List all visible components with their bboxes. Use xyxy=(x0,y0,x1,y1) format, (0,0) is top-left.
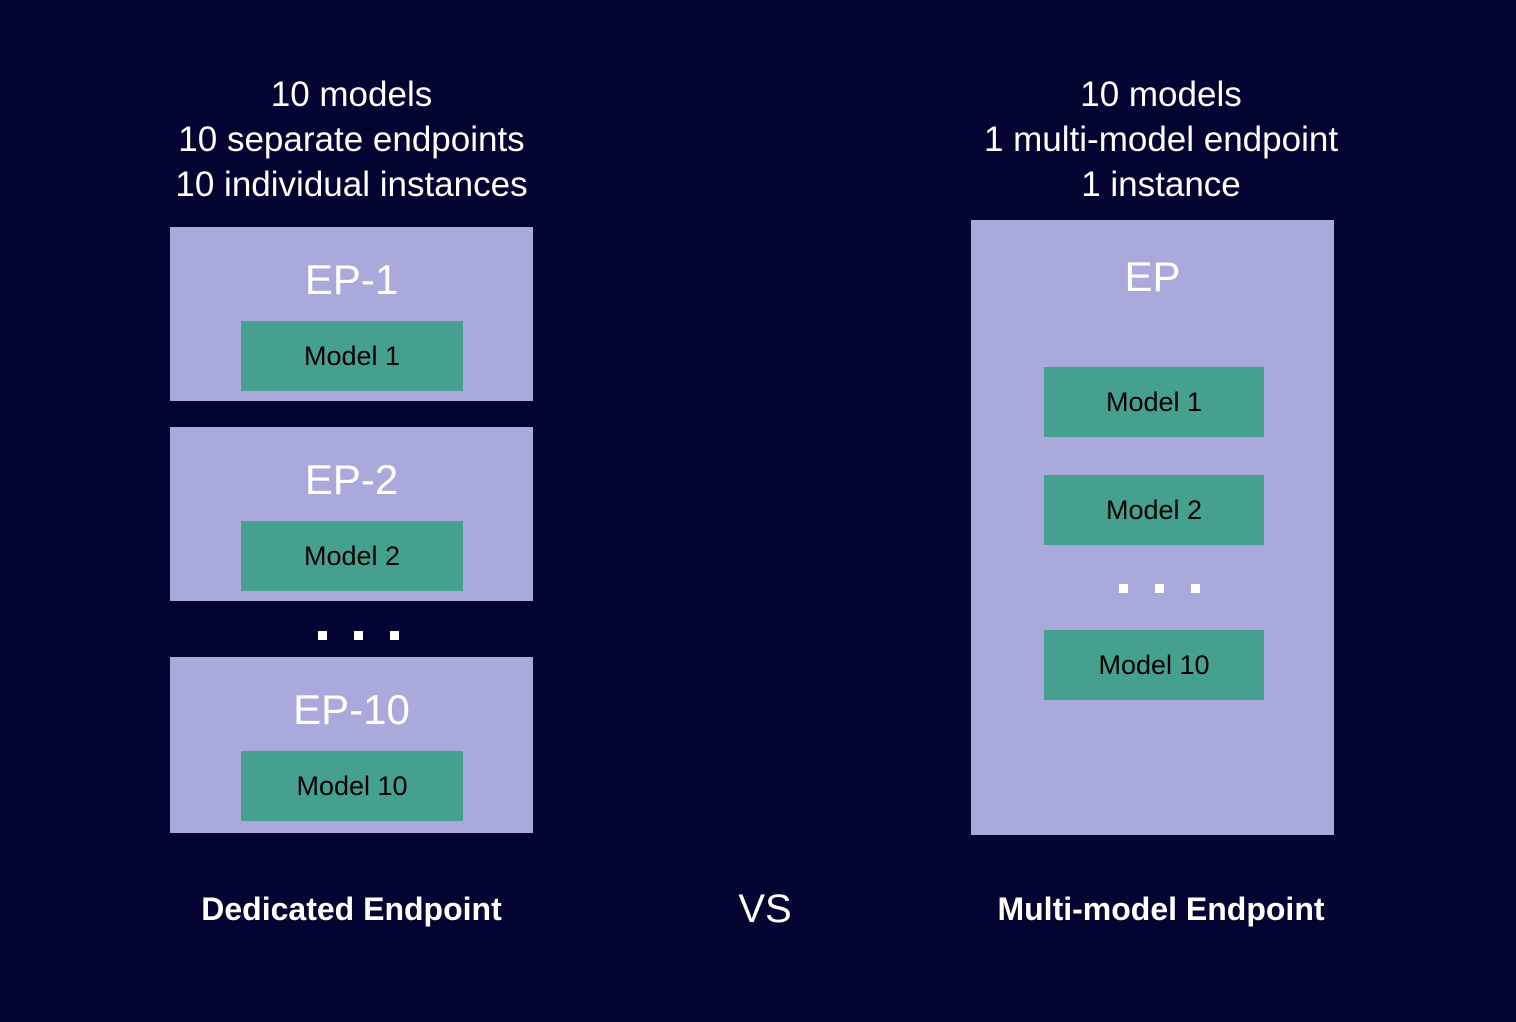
ellipsis-dot xyxy=(1155,584,1164,593)
endpoint-title-ep-2: EP-2 xyxy=(304,456,399,503)
left-column-header: 10 models 10 separate endpoints 10 indiv… xyxy=(124,72,579,207)
ellipsis-dot xyxy=(318,631,327,640)
ellipsis-dot xyxy=(1191,584,1200,593)
endpoint-box-ep-10: EP-10 Model 10 xyxy=(170,657,533,833)
ellipsis-icon-left xyxy=(318,631,399,640)
endpoint-box-ep-2: EP-2 Model 2 xyxy=(170,427,533,601)
left-header-line-3: 10 individual instances xyxy=(175,165,528,204)
ellipsis-dot xyxy=(1119,584,1128,593)
endpoint-title-ep-1: EP-1 xyxy=(304,256,399,303)
multi-model-endpoint-box: EP Model 1 Model 2 Model 10 xyxy=(971,220,1334,835)
endpoint-title-ep-10: EP-10 xyxy=(293,686,410,733)
left-header-line-1: 10 models xyxy=(270,75,433,114)
endpoint-title-ep: EP xyxy=(1124,253,1181,300)
right-column-footer-label: Multi-model Endpoint xyxy=(997,891,1325,927)
left-header-line-2: 10 separate endpoints xyxy=(178,120,525,159)
right-column-header: 10 models 1 multi-model endpoint 1 insta… xyxy=(930,72,1392,207)
model-chip-mme-1: Model 1 xyxy=(1044,367,1264,437)
right-header-line-3: 1 instance xyxy=(1081,165,1241,204)
ellipsis-icon-right xyxy=(1119,584,1200,593)
right-header-line-2: 1 multi-model endpoint xyxy=(983,120,1339,159)
model-chip-ep-10: Model 10 xyxy=(241,751,463,821)
model-chip-ep-1: Model 1 xyxy=(241,321,463,391)
versus-label: VS xyxy=(738,887,792,931)
model-chip-mme-2: Model 2 xyxy=(1044,475,1264,545)
model-chip-mme-10: Model 10 xyxy=(1044,630,1264,700)
endpoint-box-ep-1: EP-1 Model 1 xyxy=(170,227,533,401)
ellipsis-dot xyxy=(390,631,399,640)
right-header-line-1: 10 models xyxy=(1080,75,1242,114)
left-column-footer-label: Dedicated Endpoint xyxy=(201,891,502,927)
model-chip-ep-2: Model 2 xyxy=(241,521,463,591)
ellipsis-dot xyxy=(354,631,363,640)
